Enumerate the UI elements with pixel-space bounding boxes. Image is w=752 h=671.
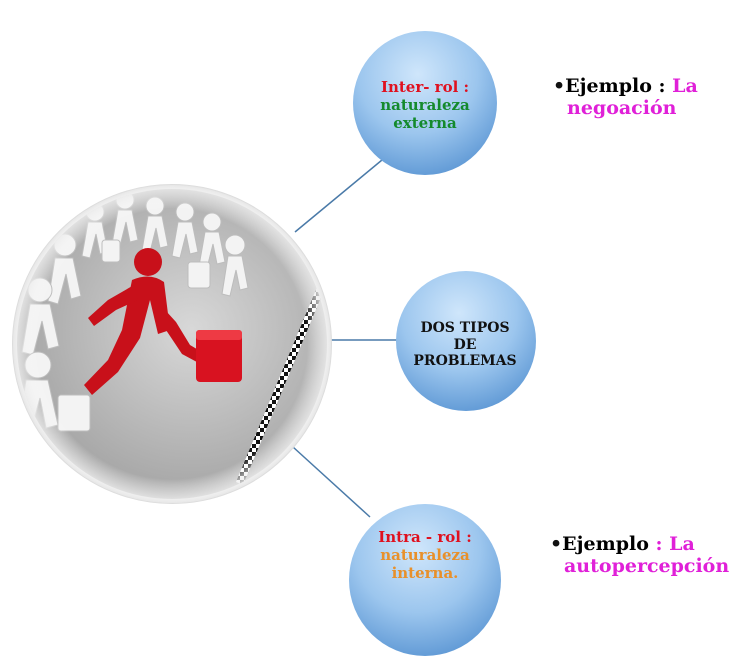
node-circle-intra-rol xyxy=(349,504,501,656)
dos-tipos-line2: DE xyxy=(453,336,477,353)
example-top-sep: : xyxy=(651,75,673,97)
example-top-label: Ejemplo xyxy=(565,75,652,97)
intra-rol-line2: naturaleza xyxy=(380,546,470,564)
example-top-value2: negoación xyxy=(567,96,677,119)
inter-rol-line2: naturaleza xyxy=(380,96,470,114)
example-bottom-value2: autopercepción xyxy=(564,554,730,577)
connector-bottom xyxy=(292,446,371,518)
example-bottom-label: Ejemplo xyxy=(562,533,649,555)
intra-rol-line3: interna. xyxy=(391,564,459,582)
example-bottom: •Ejemplo : La autopercepción xyxy=(550,533,750,578)
intra-rol-label: Intra - rol : naturaleza interna. xyxy=(360,510,490,600)
example-bottom-line1: •Ejemplo : La xyxy=(550,533,750,556)
intra-rol-title: Intra - rol : xyxy=(378,528,472,546)
running-figures-image xyxy=(12,184,332,504)
inter-rol-label: Inter- rol : naturaleza externa xyxy=(360,55,490,155)
dos-tipos-label: DOS TIPOS DE PROBLEMAS xyxy=(400,290,530,400)
example-top: •Ejemplo : La negoación xyxy=(553,75,743,120)
inter-rol-title: Inter- rol : xyxy=(380,78,470,96)
bullet-icon: • xyxy=(553,75,566,97)
node-circle-inter-rol xyxy=(353,31,497,175)
example-top-value1: La xyxy=(672,75,698,97)
dos-tipos-line1: DOS TIPOS xyxy=(420,319,510,336)
example-top-line1: •Ejemplo : La xyxy=(553,75,743,98)
example-bottom-value1: La xyxy=(669,533,695,555)
example-bottom-sep: : xyxy=(648,533,670,555)
bullet-icon: • xyxy=(550,533,563,555)
node-circle-dos-tipos xyxy=(396,271,536,411)
connector-top xyxy=(294,159,383,233)
inter-rol-line3: externa xyxy=(393,114,457,132)
dos-tipos-line3: PROBLEMAS xyxy=(413,353,517,370)
